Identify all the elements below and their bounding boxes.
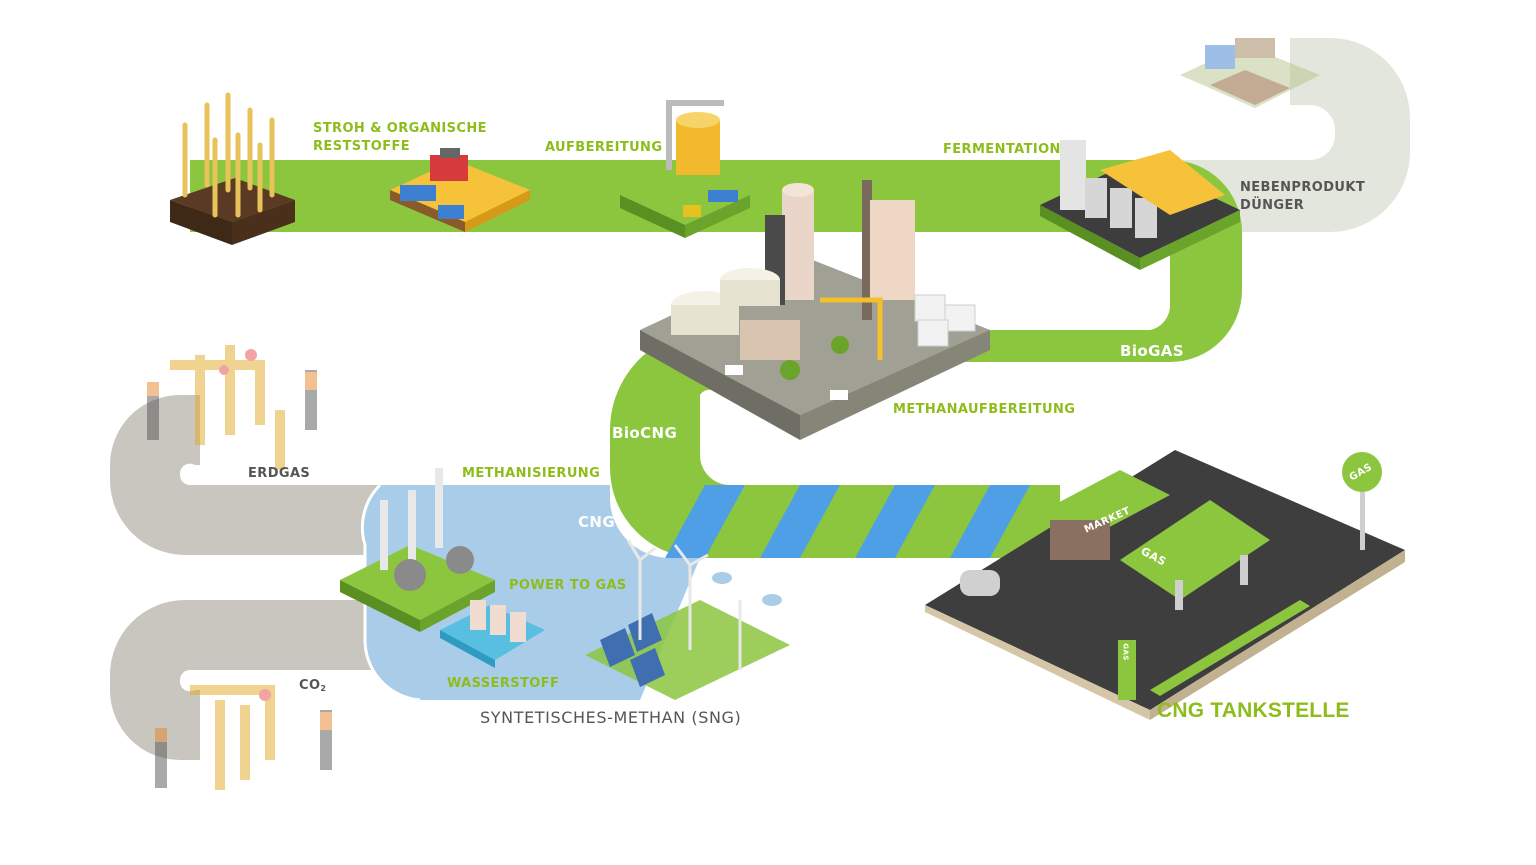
gas-pump-sign: GAS [1121,643,1130,661]
harvester [390,148,530,232]
label-cng-tankstelle: CNG TANKSTELLE [1157,699,1350,722]
label-nebenprodukt: NEBENPRODUKT DÜNGER [1240,179,1365,215]
label-power-to-gas: POWER TO GAS [509,578,627,593]
label-fermentation: FERMENTATION [943,142,1061,157]
fermentation-plant [1040,140,1240,270]
label-biocng: BioCNG [612,424,678,442]
label-stroh-line2: RESTSTOFFE [313,139,411,154]
label-stroh-line1: STROH & ORGANISCHE [313,121,487,136]
erdgas-band [110,395,380,555]
label-co2-main: CO [299,678,321,693]
sng-outline [360,483,421,702]
stripes [665,485,1030,558]
cng-station [925,450,1405,720]
fertilizer-field [1180,38,1320,108]
label-methanisierung: METHANISIERUNG [462,466,601,481]
cloud-icon [712,572,782,606]
renewables [585,539,790,700]
co2-pipes [155,685,332,790]
label-nebenprodukt-line1: NEBENPRODUKT [1240,180,1366,195]
label-co2-sub: 2 [320,684,327,693]
label-cng: CNG [578,513,616,531]
methane-plant [640,180,990,440]
methanization-plant [340,468,495,632]
aufbereitung-silo [620,100,750,238]
label-stroh: STROH & ORGANISCHE RESTSTOFFE [313,120,487,156]
label-biogas: BioGAS [1120,342,1185,360]
wheat-field [170,92,295,245]
erdgas-pipes [147,345,317,470]
label-sng: SYNTETISCHES-METHAN (SNG) [480,708,742,727]
label-wasserstoff: WASSERSTOFF [447,676,560,691]
label-methanaufbereitung: METHANAUFBEREITUNG [893,402,1076,417]
hydrogen-tanks [440,600,545,668]
label-aufbereitung: AUFBEREITUNG [545,140,663,155]
co2-band [110,600,380,760]
label-duenger-line2: DÜNGER [1240,198,1305,213]
label-erdgas: ERDGAS [248,466,311,481]
label-co2: CO2 [299,677,326,698]
